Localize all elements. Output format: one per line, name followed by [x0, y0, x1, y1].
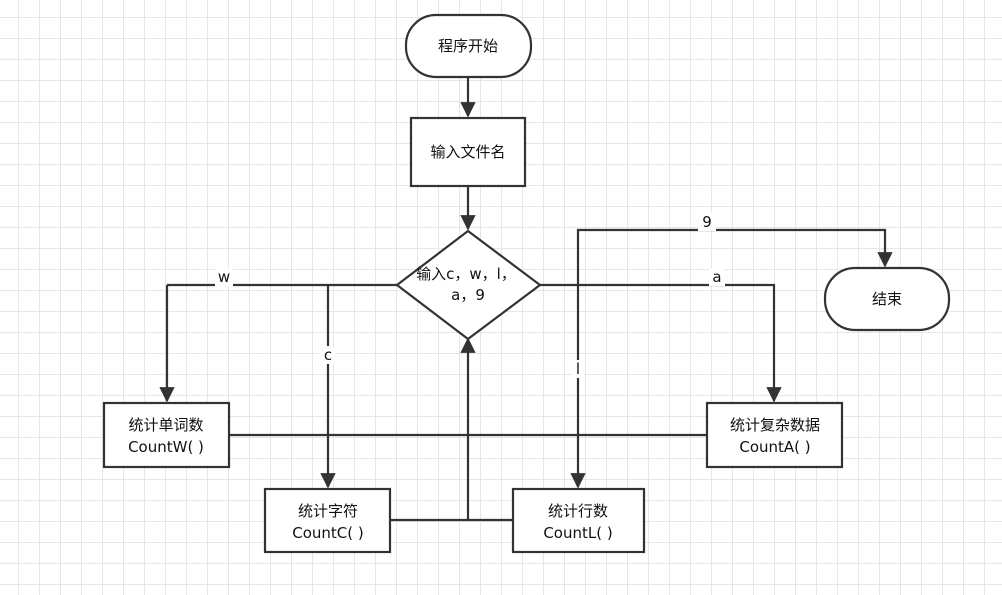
count-lines-node: 统计行数 CountL( )	[511, 487, 646, 554]
count-words-node: 统计单词数 CountW( )	[102, 401, 231, 469]
svg-text:l: l	[576, 360, 580, 378]
edge-label-l: l	[572, 360, 584, 378]
svg-text:统计字符: 统计字符	[298, 502, 358, 520]
count-chars-node: 统计字符 CountC( )	[263, 487, 392, 554]
svg-text:输入c，w，l，: 输入c，w，l，	[416, 265, 516, 283]
svg-text:输入文件名: 输入文件名	[430, 143, 505, 161]
svg-text:CountA( ): CountA( )	[739, 438, 810, 456]
svg-text:a: a	[712, 268, 721, 286]
svg-text:w: w	[218, 268, 230, 286]
edge-label-c: c	[320, 346, 336, 364]
edge-label-a: a	[709, 268, 725, 286]
edge-label-w: w	[215, 268, 233, 287]
svg-text:9: 9	[702, 213, 712, 231]
svg-text:CountC( ): CountC( )	[292, 524, 364, 542]
decision-node: 输入c，w，l， a，9	[395, 229, 542, 341]
svg-text:CountW( ): CountW( )	[128, 438, 204, 456]
edge-decision-right	[540, 283, 782, 403]
end-node: 结束	[823, 266, 951, 332]
svg-text:c: c	[324, 346, 332, 364]
svg-text:CountL( ): CountL( )	[543, 524, 612, 542]
svg-text:a，9: a，9	[451, 286, 485, 304]
count-complex-node: 统计复杂数据 CountA( )	[705, 401, 844, 469]
start-node: 程序开始	[404, 13, 533, 79]
input-filename-node: 输入文件名	[409, 116, 527, 188]
svg-text:统计单词数: 统计单词数	[128, 416, 203, 434]
svg-text:统计行数: 统计行数	[548, 502, 608, 520]
edge-label-9: 9	[698, 213, 716, 231]
svg-text:程序开始: 程序开始	[438, 37, 498, 55]
svg-text:结束: 结束	[872, 290, 902, 308]
edge-9-to-end	[576, 228, 893, 285]
svg-text:统计复杂数据: 统计复杂数据	[730, 416, 820, 434]
